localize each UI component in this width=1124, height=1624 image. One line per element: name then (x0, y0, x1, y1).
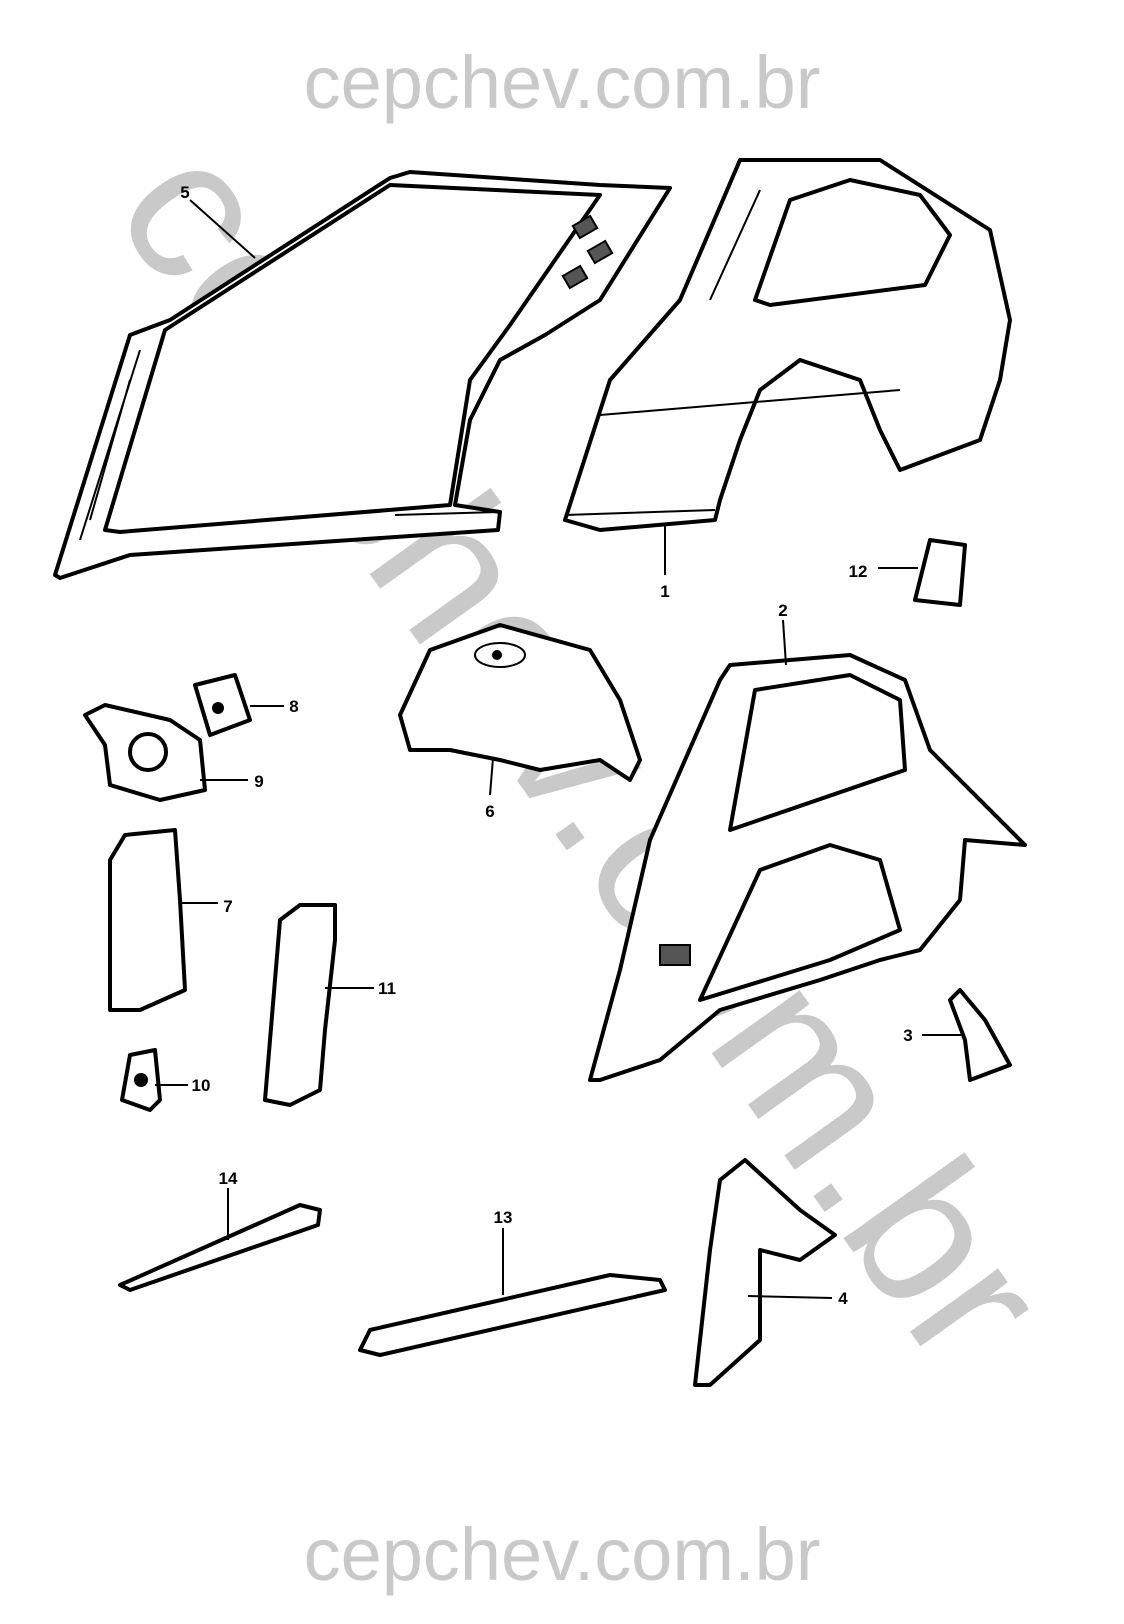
callout-10: 10 (192, 1076, 211, 1095)
callout-12: 12 (849, 562, 868, 581)
watermark-top: cepchev.com.br (304, 41, 821, 124)
callout-14: 14 (219, 1169, 238, 1188)
callout-2: 2 (778, 601, 787, 620)
callout-9: 9 (254, 772, 263, 791)
callout-5: 5 (180, 183, 189, 202)
part-5-side-frame (53, 170, 672, 580)
part-12-bracket (913, 538, 967, 607)
part-13-rocker-reinforcement (358, 1273, 667, 1357)
part-1-rear-quarter-panel (563, 158, 1012, 532)
part-9-bracket (83, 703, 207, 802)
callout-11: 11 (378, 979, 396, 998)
part-10-plate (120, 1048, 162, 1112)
callout-13: 13 (494, 1208, 513, 1227)
callout-8: 8 (289, 697, 298, 716)
callout-7: 7 (223, 897, 232, 916)
part-11-pillar-inner (263, 903, 337, 1107)
part-4-pillar-reinforcement (693, 1158, 837, 1387)
part-14-sill-strip (118, 1203, 322, 1292)
part-3-bracket (948, 988, 1012, 1082)
callout-6: 6 (485, 802, 494, 821)
part-2-inner-quarter-panel (588, 653, 1027, 1082)
leader-lines (155, 199, 962, 1299)
callout-4: 4 (838, 1289, 848, 1308)
watermark-bottom: cepchev.com.br (304, 1513, 821, 1596)
callout-3: 3 (903, 1026, 912, 1045)
callout-1: 1 (660, 582, 669, 601)
part-7-pillar-reinforcement (108, 828, 187, 1012)
part-6-wheelhouse (398, 623, 642, 782)
